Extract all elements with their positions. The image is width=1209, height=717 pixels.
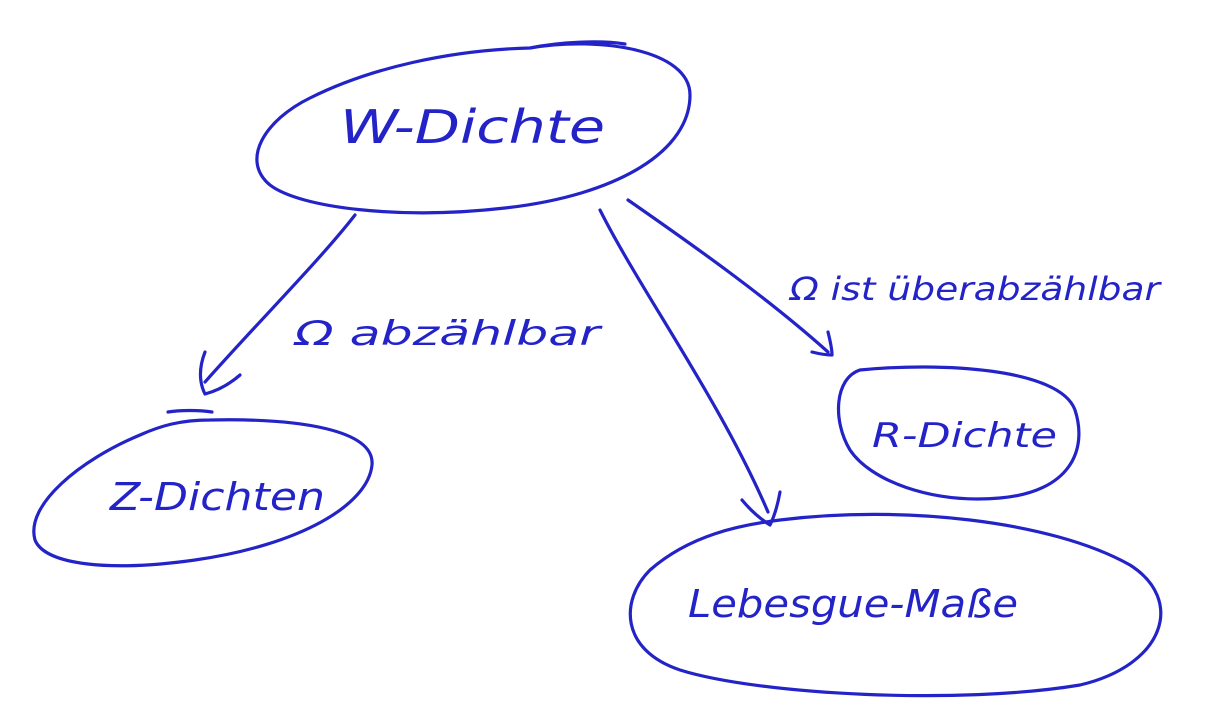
edge-w-to-lebesgue: [598, 208, 782, 527]
node-lebesgue: Lebesgue-Maße: [628, 512, 1163, 698]
node-z-dichten-label: Z-Dichten: [109, 475, 325, 519]
node-z-dichten: Z-Dichten: [32, 408, 374, 568]
node-r-dichte-label: R-Dichte: [872, 416, 1057, 456]
node-r-dichte: R-Dichte: [836, 365, 1081, 501]
edge-w-to-z: [198, 213, 357, 396]
node-z-dichten-ellipse: [32, 408, 374, 568]
edge-label-countable: Ω abzählbar: [292, 314, 603, 354]
node-lebesgue-label: Lebesgue-Maße: [688, 582, 1018, 626]
edge-w-to-lebesgue-line: [598, 208, 770, 514]
edge-w-to-lebesgue-arrowhead: [740, 490, 782, 527]
edge-w-to-r-line: [626, 198, 830, 354]
node-w-dichte: W-Dichte: [255, 40, 692, 215]
node-r-dichte-ellipse: [836, 365, 1081, 501]
edge-w-to-r-arrowhead: [810, 330, 834, 357]
node-w-dichte-ellipse: [255, 40, 692, 215]
node-lebesgue-ellipse: [628, 512, 1163, 698]
edge-w-to-z-line: [203, 213, 357, 384]
edge-label-uncountable: Ω ist überabzählbar: [788, 270, 1163, 308]
node-w-dichte-label: W-Dichte: [340, 100, 605, 154]
edge-w-to-r: [626, 198, 834, 357]
edge-w-to-z-arrowhead: [198, 350, 242, 396]
